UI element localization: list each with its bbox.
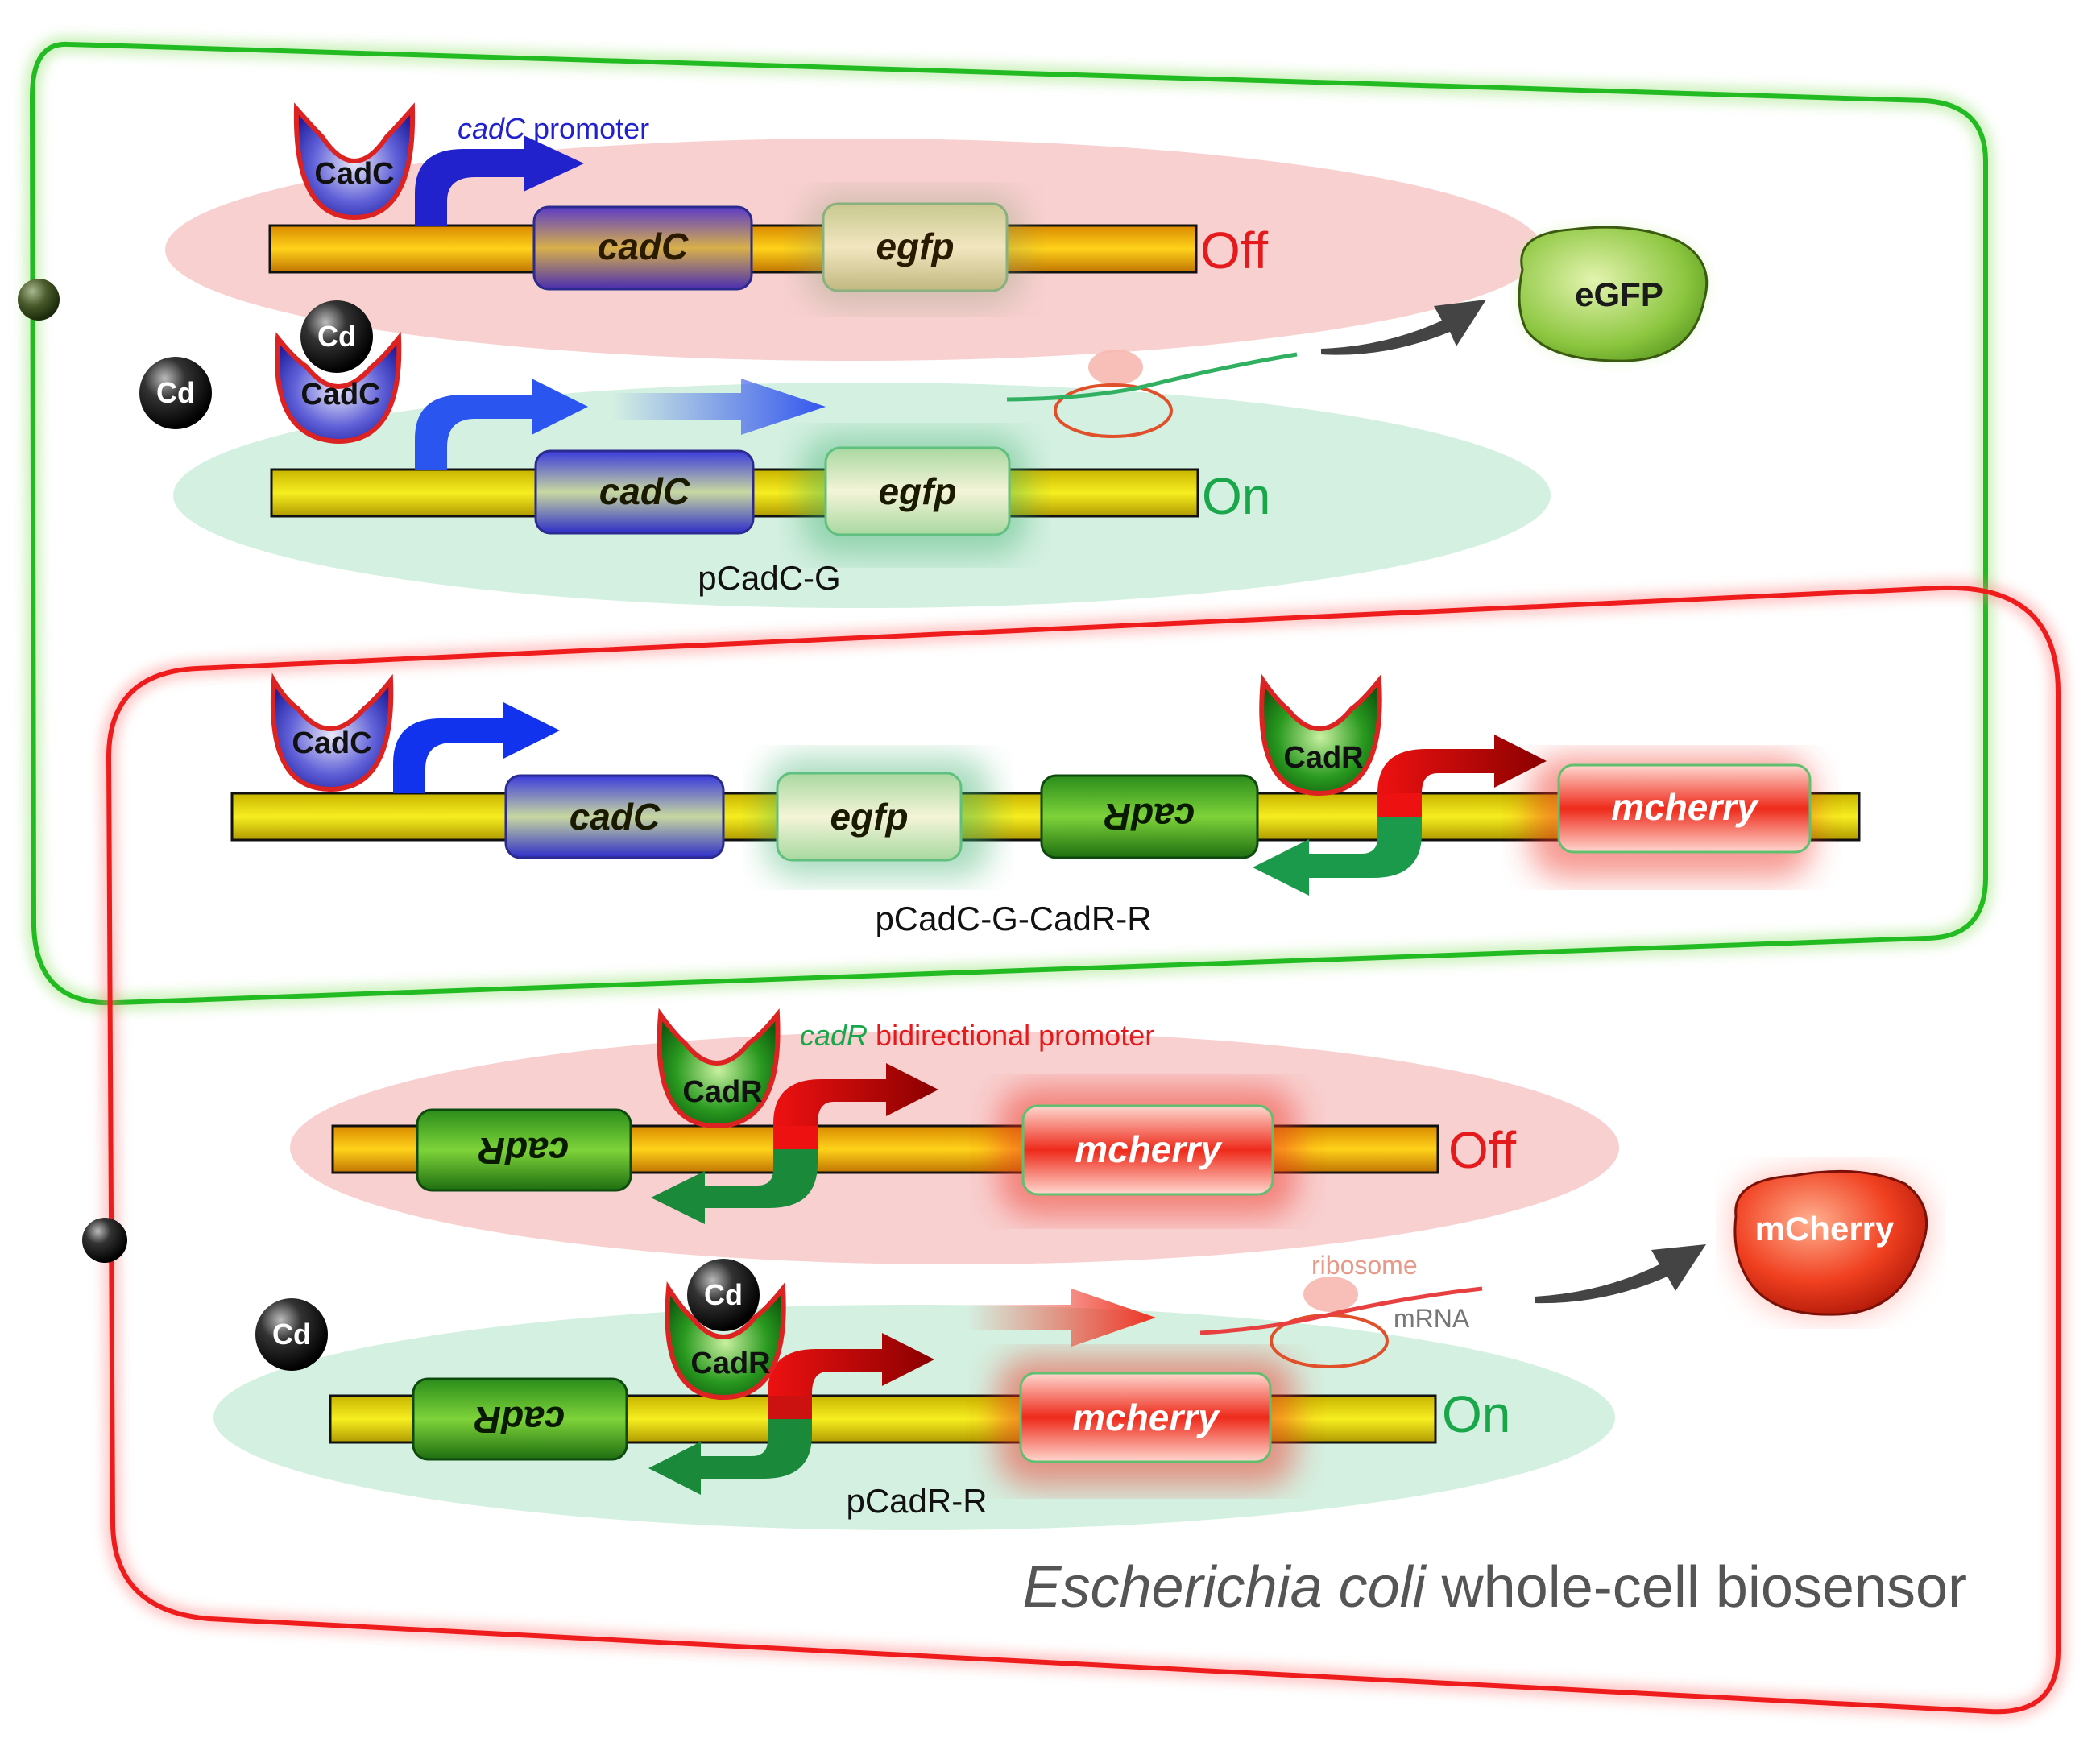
- svg-text:cadC: cadC: [599, 470, 690, 512]
- cadC-promoter-arrow-off: [415, 135, 584, 226]
- cadC-promoter-arrow-combined: [393, 702, 560, 793]
- cadC-repressor-combined: CadC: [270, 672, 394, 792]
- cadR-promoter-arrows-combined: [1253, 735, 1547, 896]
- svg-text:egfp: egfp: [878, 470, 956, 512]
- svg-text:mcherry: mcherry: [1611, 786, 1759, 828]
- green-cell-outline: [24, 36, 1993, 1011]
- plasmid-label-pCadC-G: pCadC-G: [698, 559, 840, 597]
- cd-ion-bound-top: Cd: [300, 300, 373, 373]
- svg-text:Cd: Cd: [317, 320, 356, 353]
- cadC-repressor-top-off: CadC: [293, 102, 416, 221]
- gene-cadC-top-off: [532, 205, 753, 291]
- transcription-arrow-top: [612, 379, 826, 435]
- svg-text:cadR: cadR: [1104, 796, 1195, 838]
- cd-ion-free-top: Cd: [139, 357, 212, 429]
- cadR-repressor-bottom-on: CadR: [665, 1281, 786, 1401]
- svg-text:cadR: cadR: [478, 1130, 569, 1172]
- translation-arrow-top: [1321, 300, 1486, 355]
- cadR-promoter-arrows-off: [651, 1063, 938, 1224]
- cd-ion-bound-bottom: Cd: [687, 1259, 760, 1331]
- egfp-protein: eGFP: [1518, 226, 1709, 362]
- svg-text:cadR: cadR: [474, 1399, 565, 1441]
- svg-text:CadR: CadR: [682, 1075, 762, 1109]
- transcription-arrow-bottom: [967, 1289, 1156, 1347]
- cadC-promoter-arrow-on: [415, 379, 588, 470]
- svg-text:cadC: cadC: [570, 796, 661, 838]
- gene-cadR-bottom-on: [412, 1377, 628, 1461]
- off-label-bottom: Off: [1448, 1121, 1516, 1179]
- svg-text:Cd: Cd: [272, 1318, 311, 1351]
- on-label-bottom: On: [1442, 1385, 1510, 1443]
- gene-cadC-label: cadC: [598, 226, 689, 267]
- gene-mcherry-bottom-on: [1019, 1372, 1272, 1463]
- mrna-top: [1006, 352, 1298, 402]
- red-cell-outline: [101, 580, 2065, 1719]
- gene-egfp-label: egfp: [876, 226, 954, 267]
- gene-mcherry-combined: [1557, 763, 1812, 854]
- svg-text:Cd: Cd: [156, 376, 195, 409]
- mrna-bottom: [1199, 1286, 1483, 1335]
- ribosome-top: [1054, 350, 1173, 438]
- gene-cadC-combined: [504, 774, 725, 859]
- svg-text:CadC: CadC: [300, 378, 380, 412]
- cadR-repressor-combined: CadR: [1259, 673, 1382, 797]
- plasmid-label-combined: pCadC-G-CadR-R: [875, 900, 1151, 937]
- cadR-promoter-arrows-on: [648, 1333, 934, 1495]
- svg-text:Cd: Cd: [704, 1278, 743, 1311]
- gene-cadC-top-on: [534, 449, 755, 535]
- cd-ion-free-bottom: Cd: [255, 1298, 328, 1371]
- gene-cadR-bottom-off: [416, 1108, 632, 1192]
- svg-text:eGFP: eGFP: [1575, 275, 1663, 313]
- svg-text:mCherry: mCherry: [1755, 1210, 1895, 1248]
- cadC-repressor-top-on: CadC: [275, 331, 402, 445]
- gene-egfp-top-on: [824, 446, 1011, 536]
- cadR-repressor-bottom-off: CadR: [657, 1008, 781, 1129]
- mcherry-protein: mCherry: [1733, 1169, 1928, 1316]
- gene-egfp-combined: [776, 772, 963, 862]
- cadC-promoter-label: cadC promoter: [458, 112, 649, 145]
- gene-cadR-combined: [1040, 774, 1259, 859]
- on-label-top: On: [1202, 467, 1270, 525]
- svg-text:egfp: egfp: [830, 796, 908, 838]
- svg-text:CadC: CadC: [314, 157, 394, 191]
- svg-text:CadR: CadR: [690, 1347, 770, 1380]
- cd-ion-membrane-top: [18, 279, 60, 321]
- translation-arrow-bottom: [1535, 1244, 1706, 1304]
- cd-ion-membrane-bottom: [82, 1218, 127, 1263]
- ribosome-label: ribosome: [1311, 1251, 1418, 1280]
- svg-text:mcherry: mcherry: [1075, 1128, 1223, 1170]
- plasmid-label-pCadR-R: pCadR-R: [846, 1482, 987, 1520]
- gene-egfp-top-off: [822, 202, 1009, 292]
- gene-mcherry-bottom-off: [1021, 1104, 1274, 1196]
- mrna-label: mRNA: [1394, 1304, 1470, 1333]
- svg-text:CadC: CadC: [292, 726, 371, 760]
- cadR-promoter-label: cadR bidirectional promoter: [800, 1019, 1154, 1052]
- off-label-top: Off: [1200, 221, 1268, 279]
- caption: Escherichia coli whole-cell biosensor: [1022, 1555, 1967, 1620]
- svg-text:CadR: CadR: [1283, 741, 1363, 775]
- svg-text:mcherry: mcherry: [1072, 1397, 1220, 1438]
